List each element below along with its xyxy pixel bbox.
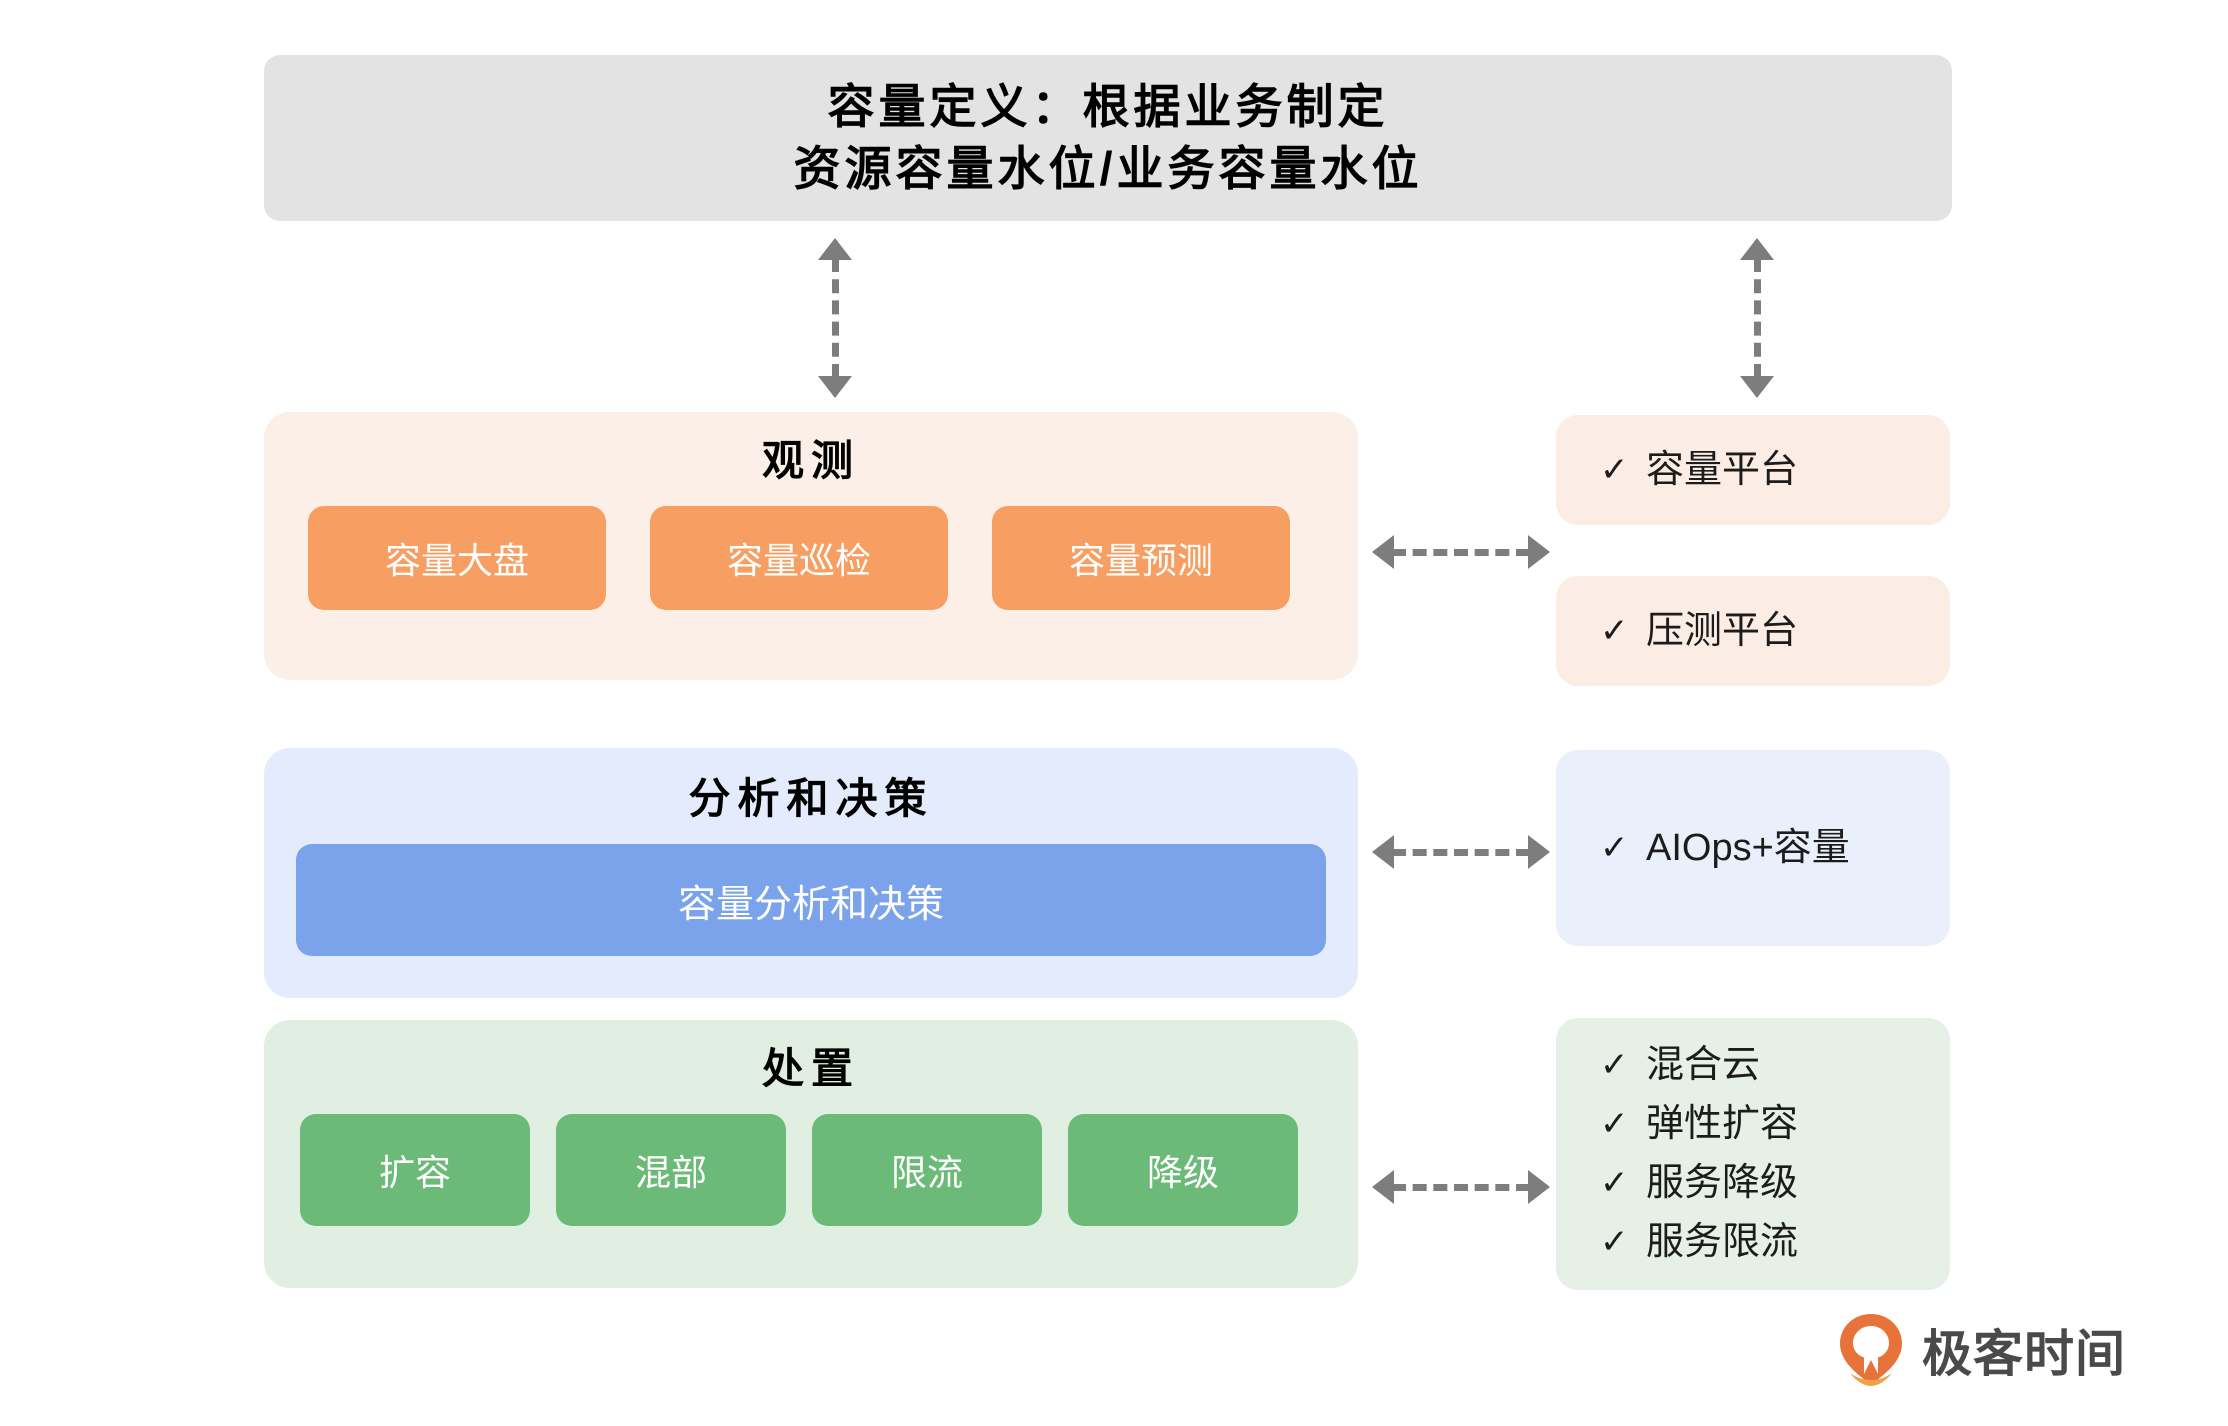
check-icon: ✓	[1600, 1046, 1629, 1085]
arrow-head-up-icon	[818, 238, 852, 260]
layer-panel-observe: 观测 容量大盘 容量巡检 容量预测	[264, 412, 1358, 680]
arrow-shaft	[1392, 849, 1530, 856]
side-item-label: 服务限流	[1646, 1220, 1799, 1263]
arrow-head-right-icon	[1528, 1170, 1550, 1204]
layer-panel-dispose: 处置 扩容 混部 限流 降级	[264, 1020, 1358, 1288]
layer-title-analyze: 分析和决策	[688, 775, 934, 822]
chip-capacity-forecast[interactable]: 容量预测	[992, 506, 1290, 610]
side-card-stress-platform: ✓ 压测平台	[1556, 576, 1950, 686]
chip-degrade[interactable]: 降级	[1068, 1114, 1298, 1226]
side-item-label: AIOps+容量	[1646, 826, 1850, 869]
geektime-logo-text: 极客时间	[1922, 1326, 2126, 1382]
horizontal-dashed-arrow-dispose	[1372, 1170, 1550, 1204]
check-icon: ✓	[1600, 450, 1629, 489]
list-item: ✓ 压测平台	[1600, 602, 1950, 661]
geektime-logo: 极客时间	[1838, 1312, 2126, 1388]
chip-capacity-dashboard[interactable]: 容量大盘	[308, 506, 606, 610]
list-item: ✓ 服务降级	[1600, 1154, 1950, 1213]
list-item: ✓ 弹性扩容	[1600, 1095, 1950, 1154]
horizontal-dashed-arrow-analyze	[1372, 835, 1550, 869]
arrow-head-right-icon	[1528, 835, 1550, 869]
arrow-head-right-icon	[1528, 535, 1550, 569]
layer-title-dispose: 处置	[761, 1045, 860, 1092]
side-item-label: 容量平台	[1646, 448, 1799, 491]
arrow-head-left-icon	[1372, 1170, 1394, 1204]
chip-scale-out[interactable]: 扩容	[300, 1114, 530, 1226]
arrow-shaft	[1754, 258, 1761, 378]
check-icon: ✓	[1600, 611, 1629, 650]
arrow-head-left-icon	[1372, 835, 1394, 869]
list-item: ✓ 混合云	[1600, 1036, 1950, 1095]
check-icon: ✓	[1600, 1105, 1629, 1144]
side-item-label: 混合云	[1646, 1044, 1761, 1087]
arrow-head-left-icon	[1372, 535, 1394, 569]
arrow-head-down-icon	[1740, 376, 1774, 398]
side-item-label: 弹性扩容	[1646, 1103, 1799, 1146]
side-item-label: 压测平台	[1646, 609, 1799, 652]
arrow-head-down-icon	[818, 376, 852, 398]
vertical-dashed-arrow-left	[818, 238, 852, 398]
geektime-pin-icon	[1838, 1312, 1904, 1388]
bar-capacity-analysis-decision[interactable]: 容量分析和决策	[296, 844, 1326, 956]
horizontal-dashed-arrow-observe	[1372, 535, 1550, 569]
capacity-definition-banner: 容量定义：根据业务制定 资源容量水位/业务容量水位	[264, 55, 1952, 221]
dispose-chip-row: 扩容 混部 限流 降级	[264, 1114, 1358, 1226]
chip-capacity-inspection[interactable]: 容量巡检	[650, 506, 948, 610]
list-item: ✓ 容量平台	[1600, 441, 1950, 500]
side-card-aiops: ✓ AIOps+容量	[1556, 750, 1950, 946]
list-item: ✓ AIOps+容量	[1600, 819, 1950, 878]
list-item: ✓ 服务限流	[1600, 1213, 1950, 1272]
layer-title-observe: 观测	[761, 437, 860, 484]
arrow-shaft	[832, 258, 839, 378]
check-icon: ✓	[1600, 1222, 1629, 1261]
header-line-2: 资源容量水位/业务容量水位	[793, 142, 1423, 195]
arrow-shaft	[1392, 1184, 1530, 1191]
layer-panel-analyze: 分析和决策 容量分析和决策	[264, 748, 1358, 998]
arrow-shaft	[1392, 549, 1530, 556]
vertical-dashed-arrow-right	[1740, 238, 1774, 398]
side-item-label: 服务降级	[1646, 1162, 1799, 1204]
chip-colocation[interactable]: 混部	[556, 1114, 786, 1226]
observe-chip-row: 容量大盘 容量巡检 容量预测	[264, 506, 1358, 610]
check-icon: ✓	[1600, 1164, 1629, 1203]
check-icon: ✓	[1600, 828, 1629, 867]
side-card-dispose-capabilities: ✓ 混合云 ✓ 弹性扩容 ✓ 服务降级 ✓ 服务限流	[1556, 1018, 1950, 1290]
header-line-1: 容量定义：根据业务制定	[827, 79, 1389, 133]
side-card-capacity-platform: ✓ 容量平台	[1556, 415, 1950, 525]
arrow-head-up-icon	[1740, 238, 1774, 260]
chip-rate-limit[interactable]: 限流	[812, 1114, 1042, 1226]
